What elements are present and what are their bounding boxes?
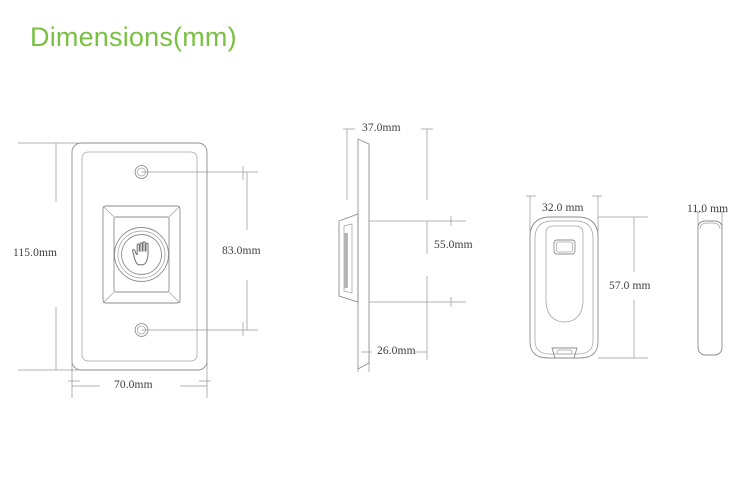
- dimension-label-remote-height: 57.0 mm: [609, 280, 651, 292]
- dimension-label-side-depth: 26.0mm: [377, 345, 416, 357]
- dimension-label-plate-width: 70.0mm: [114, 379, 153, 391]
- dimension-label-side-flange: 37.0mm: [362, 122, 401, 134]
- dimension-label-remote-width: 32.0 mm: [542, 202, 584, 214]
- page-title: Dimensions(mm): [30, 22, 237, 52]
- dimension-label-side-height: 55.0mm: [434, 239, 473, 251]
- dimension-label-remote-thickness: 11.0 mm: [687, 203, 729, 215]
- front-plate-drawing: [18, 143, 258, 398]
- dimension-label-plate-screw-spacing: 83.0mm: [222, 245, 261, 257]
- dimension-label-plate-height: 115.0mm: [13, 247, 58, 259]
- remote-side-drawing: [694, 212, 726, 355]
- remote-front-drawing: [526, 196, 648, 358]
